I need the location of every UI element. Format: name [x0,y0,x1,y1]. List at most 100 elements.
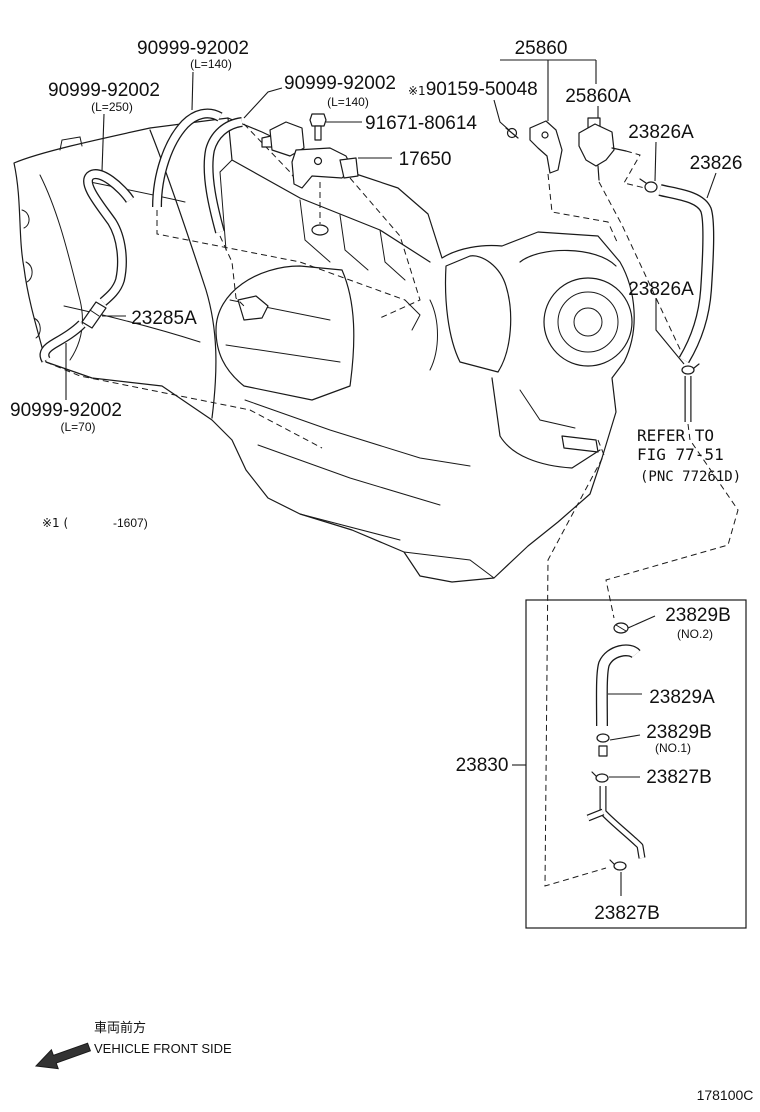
leader-line [706,172,717,199]
vsv-25860a [578,117,627,181]
vehicle-front-indicator: 車両前方 VEHICLE FRONT SIDE [34,1020,232,1070]
pipe-branch-fill [587,809,604,821]
leader-lines [65,59,717,896]
detail-box-23830 [525,599,747,929]
vacuum-hose-l140-right [203,117,243,234]
phantom-line [598,181,687,363]
clamp-23826a-upper [639,178,658,193]
hose-fill [153,109,222,208]
footnote-mark: ※1 ( [42,516,68,530]
turbo-housing-top [519,249,617,267]
turbocharger-housing [543,277,633,367]
exhaust-manifold [444,255,512,373]
vsv-port [611,147,627,152]
transmission-line [63,305,201,343]
leader-line [654,141,657,182]
valve-cover-rib [225,344,341,363]
engine-assembly [13,117,635,583]
oil-filler-cap [311,224,329,236]
clamp-23827b-lower [609,859,627,871]
callout-note: (L=140) [190,57,232,71]
phantom-line [243,123,301,187]
sensor-part [237,295,269,321]
cylinder-head-line [219,159,233,251]
callout-number: 23830 [456,755,509,776]
callout-note: (L=140) [327,95,369,109]
arrow-down-left-icon [34,1042,92,1070]
pipe-fitting [561,435,599,453]
oil-pan-line [403,551,495,579]
transmission-bump [33,317,41,339]
reference-line: (PNC 77261D) [640,469,741,485]
leader-line [655,298,685,365]
callout-number: 25860 [515,38,568,59]
callout-number: 25860A [565,86,631,107]
clamp-23829b-no1 [596,733,610,757]
clamp-ring [644,181,658,193]
clamp-23829b-no2 [613,622,629,634]
callout-labels: 90999-92002 (L=140) 90999-92002 (L=250) … [10,38,742,924]
phantom-line [219,235,245,307]
callout-number: 23826 [690,153,743,174]
hose-fill [40,321,85,362]
hose-fill [84,170,134,305]
engine-outline [13,117,635,583]
vacuum-hose-l250 [83,169,135,306]
phantom-line [605,423,739,619]
callout-number: 23829B [665,605,731,626]
leader-line [609,734,641,741]
callout-number: 90999-92002 [137,38,249,59]
illustration-number: 178100C [697,1087,754,1103]
callout-number: 90999-92002 [48,80,160,101]
connector-body [81,301,107,329]
clamp-23826a-lower [681,363,700,375]
transmission-boss [59,136,83,151]
transmission-line [89,181,186,203]
callout-number: 23826A [628,122,694,143]
connector-23285a [81,301,107,329]
engine-block-line [257,444,441,506]
reference-note: REFER TO FIG 77-51 (PNC 77261D) [637,426,741,485]
downpipe-line [519,389,576,429]
transmission-line [39,174,83,361]
leader-line [627,615,656,629]
clamp-ring [595,773,609,783]
phantom-line [156,210,406,301]
callout-number: 23829B [646,722,712,743]
vacuum-hose-l70 [39,320,86,363]
downpipe [491,377,601,469]
vacuum-hose-l140-upper [152,108,223,208]
callout-number: 90159-50048 [426,79,538,100]
engine-block-line [299,513,401,541]
clamp-tab [639,178,647,184]
clamp-tab [609,859,615,865]
clamp-tab [693,363,700,369]
reference-line: REFER TO [637,426,714,445]
bolt-head [309,113,327,127]
bracket-body [529,120,563,174]
phantom-line [349,177,421,319]
phantom-line [45,361,323,449]
bracket-plate [291,147,353,189]
clamp-ring [681,365,695,375]
bracket-tab [339,157,359,179]
leader-line [500,59,597,121]
hose-23826 [658,184,715,364]
callout-number: 23827B [646,767,712,788]
front-label-en: VEHICLE FRONT SIDE [94,1041,232,1056]
clamp-ring [613,861,627,871]
bracket-bolt-hole [313,156,323,166]
hose-23829a [595,644,641,727]
vsv-port [597,165,600,181]
reference-line: FIG 77-51 [637,445,724,464]
callout-mark: ※1 [408,84,426,98]
engine-detail-line [404,299,421,331]
callout-number: 23827B [594,903,660,924]
pipe-outline [599,786,646,859]
clamp-tab [591,771,597,777]
callout-note: (NO.1) [655,741,691,755]
leader-line [191,71,194,111]
callout-number: 91671-80614 [365,113,477,134]
turbocharger-hub [573,307,603,337]
